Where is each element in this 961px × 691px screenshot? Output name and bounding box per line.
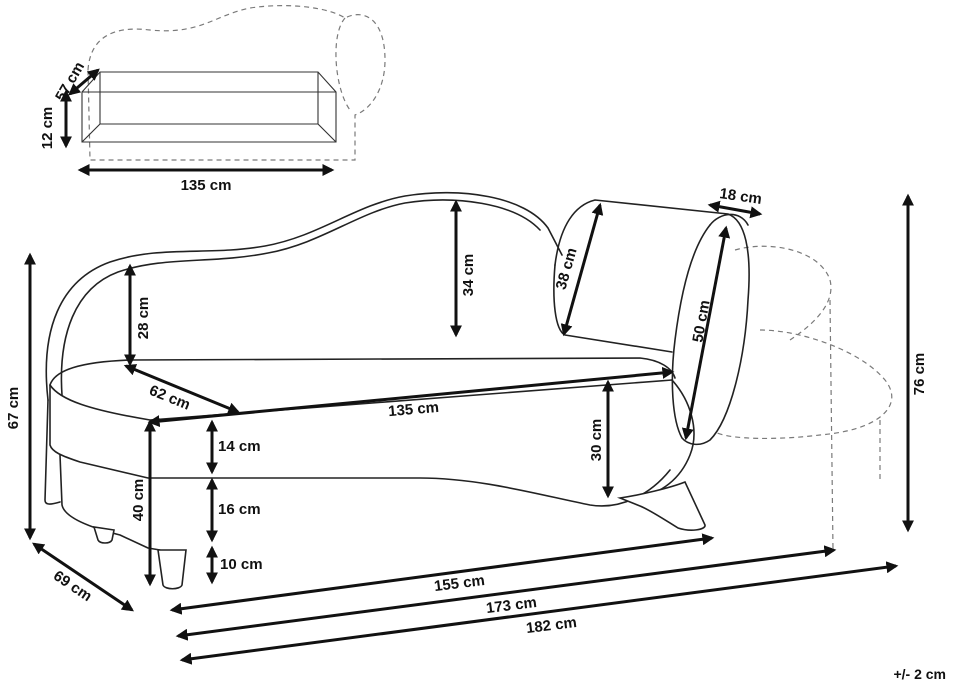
label-seat-length: 135 cm bbox=[388, 399, 440, 420]
arrow-storage-depth bbox=[68, 68, 100, 96]
label-len-182: 182 cm bbox=[525, 614, 578, 637]
label-arm-height: 30 cm bbox=[588, 419, 605, 462]
arrow-len-173 bbox=[175, 545, 837, 641]
arrow-cushion-width bbox=[707, 200, 763, 219]
dimension-labels: 57 cm 12 cm 135 cm 18 cm 38 cm 50 cm 34 … bbox=[5, 59, 946, 682]
arrow-len-182 bbox=[179, 561, 899, 665]
dimension-arrows bbox=[24, 68, 914, 665]
label-total-height: 67 cm bbox=[5, 387, 22, 430]
label-storage-length: 135 cm bbox=[181, 177, 232, 194]
right-leg bbox=[616, 480, 706, 531]
label-len-173: 173 cm bbox=[485, 594, 538, 617]
label-storage-height: 12 cm bbox=[39, 107, 56, 150]
inset-sofa-ghost bbox=[87, 5, 386, 161]
storage-box bbox=[81, 71, 337, 143]
label-len-155: 155 cm bbox=[433, 572, 486, 595]
seat-front-top-edge bbox=[49, 379, 673, 421]
label-back-top: 34 cm bbox=[460, 254, 477, 297]
label-back-left: 28 cm bbox=[135, 297, 152, 340]
arrow-seat-length bbox=[147, 366, 675, 428]
label-seat-height: 40 cm bbox=[130, 479, 147, 522]
back-left-leg bbox=[92, 526, 115, 544]
label-cushion-width: 18 cm bbox=[718, 185, 762, 208]
tolerance-note: +/- 2 cm bbox=[893, 666, 946, 682]
label-seat-thickness: 14 cm bbox=[218, 438, 261, 455]
label-seat-depth: 62 cm bbox=[147, 382, 193, 414]
label-leg-height: 10 cm bbox=[220, 556, 263, 573]
left-side bbox=[44, 399, 61, 505]
base-front bbox=[59, 454, 161, 551]
arrow-cushion-length bbox=[560, 202, 604, 337]
bolster-front bbox=[709, 213, 749, 226]
inset-cushion-ghost bbox=[335, 17, 351, 111]
backrest-inner bbox=[60, 199, 541, 396]
label-cushion-circ: 50 cm bbox=[690, 299, 714, 344]
backrest bbox=[45, 191, 563, 401]
label-base-height: 16 cm bbox=[218, 501, 261, 518]
storage-inset bbox=[81, 5, 386, 161]
label-depth: 69 cm bbox=[50, 567, 95, 605]
reclined-headrest-ghost bbox=[714, 245, 893, 551]
arrow-len-155 bbox=[169, 533, 715, 615]
label-height-76: 76 cm bbox=[911, 353, 928, 396]
arrow-depth bbox=[32, 542, 134, 612]
arrow-cushion-circ bbox=[681, 225, 731, 441]
bolster-cushion bbox=[554, 199, 750, 446]
front-left-leg bbox=[157, 549, 187, 590]
